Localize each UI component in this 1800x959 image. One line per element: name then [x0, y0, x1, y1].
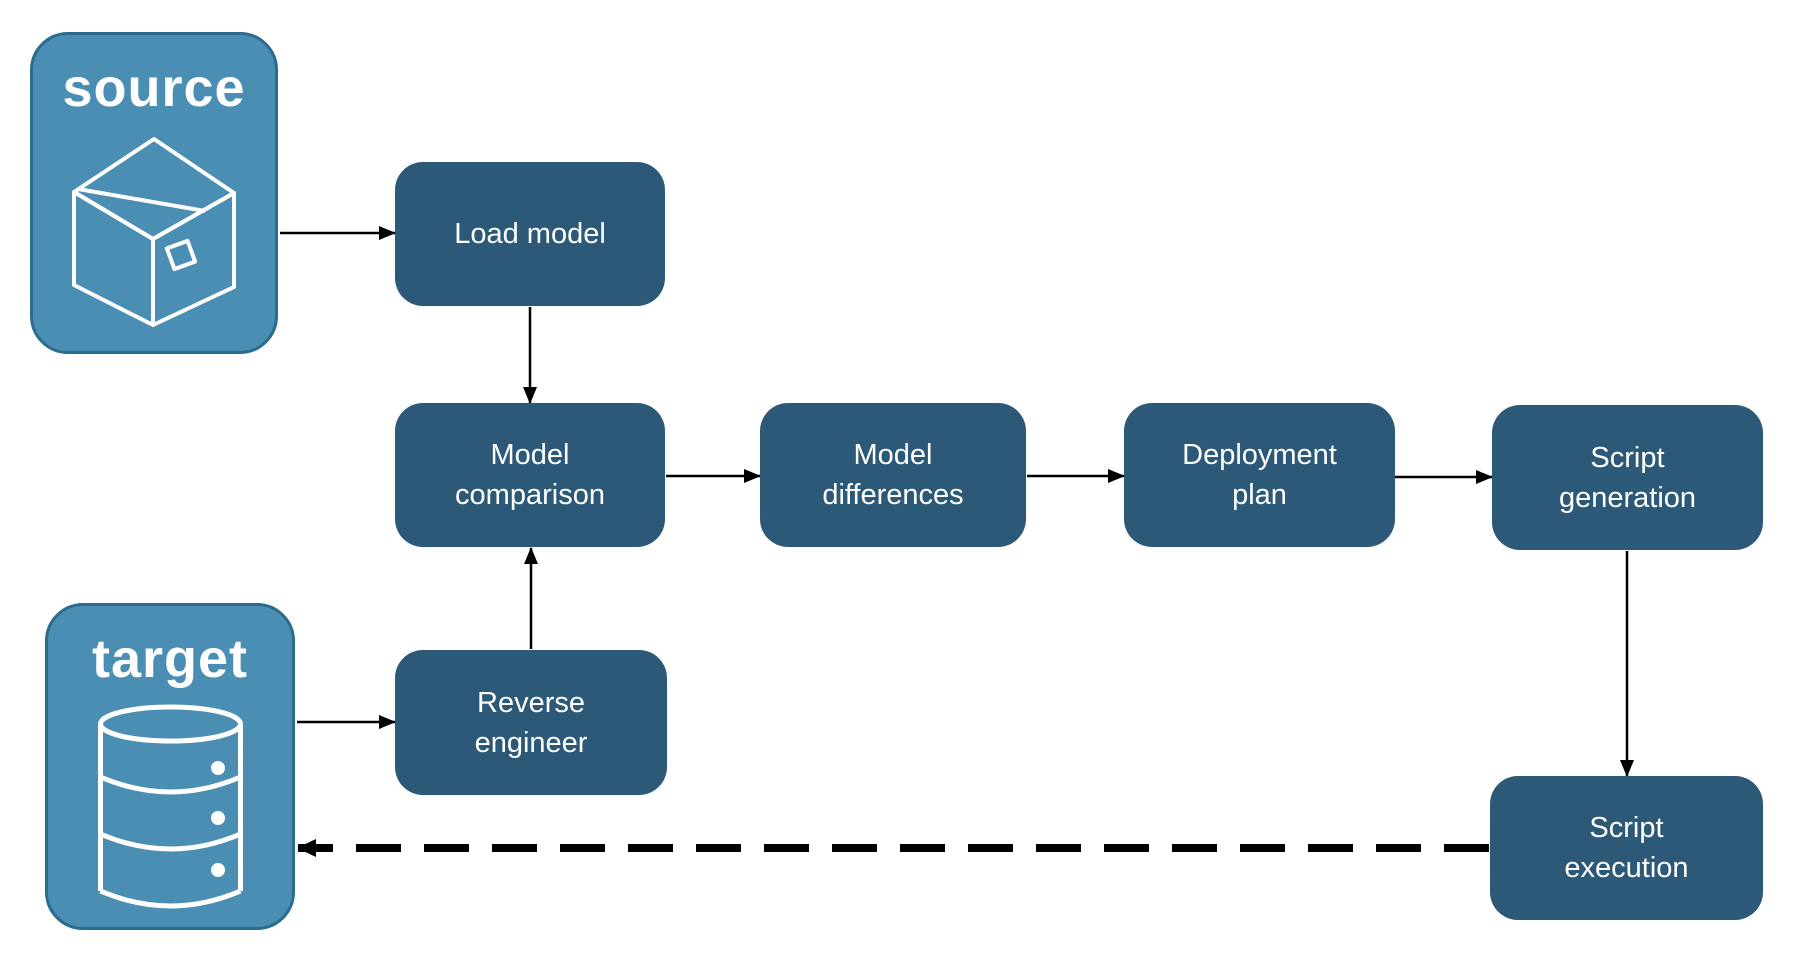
- script-execution-label: Script execution: [1564, 812, 1689, 884]
- package-icon: [68, 135, 240, 336]
- load-model-label: Load model: [454, 218, 606, 250]
- node-script-generation: Script generation: [1492, 405, 1763, 550]
- node-script-execution: Script execution: [1490, 776, 1763, 920]
- node-load-model: Load model: [395, 162, 665, 306]
- node-reverse-engineer: Reverse engineer: [395, 650, 667, 795]
- model-comparison-label: Model comparison: [455, 439, 605, 511]
- deployment-plan-label: Deployment plan: [1182, 439, 1337, 511]
- model-differences-label: Model differences: [822, 439, 964, 511]
- source-label: source: [62, 58, 246, 118]
- node-source: source: [30, 32, 278, 354]
- node-model-differences: Model differences: [760, 403, 1026, 547]
- target-label: target: [91, 629, 249, 689]
- database-icon: [97, 704, 243, 914]
- node-model-comparison: Model comparison: [395, 403, 665, 547]
- script-generation-label: Script generation: [1558, 441, 1697, 514]
- reverse-engineer-label: Reverse engineer: [474, 686, 588, 759]
- node-deployment-plan: Deployment plan: [1124, 403, 1395, 547]
- node-target: target: [45, 603, 295, 930]
